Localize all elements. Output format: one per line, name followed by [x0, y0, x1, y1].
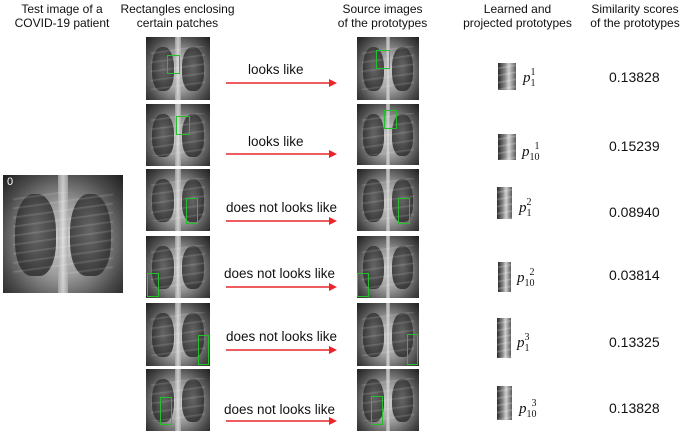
patch-image-5: [146, 303, 210, 366]
relation-label-3: does not looks like: [226, 200, 338, 215]
source-box-2: [384, 110, 397, 129]
patch-box-6: [160, 397, 172, 425]
prototype-patch-3: [497, 187, 512, 219]
relation-label-6: does not looks like: [224, 402, 336, 417]
header-rectangles: Rectangles enclosing certain patches: [120, 2, 235, 30]
patch-box-3: [186, 198, 198, 224]
relation-label-5: does not looks like: [226, 329, 338, 344]
patch-image-1: [146, 37, 210, 100]
similarity-score-1: 0.13828: [609, 69, 660, 85]
source-image-5: [357, 303, 419, 366]
prototype-patch-5: [497, 318, 511, 358]
similarity-score-5: 0.13325: [609, 334, 660, 350]
patch-image-2: [146, 104, 210, 166]
patch-box-4: [147, 273, 159, 297]
prototype-patch-4: [498, 262, 511, 292]
prototype-patch-1: [498, 63, 516, 90]
test-image-marker: 0: [7, 176, 14, 188]
relation-label-4: does not looks like: [224, 266, 336, 281]
source-image-4: [357, 236, 419, 298]
source-box-1: [376, 50, 390, 69]
source-image-3: [357, 169, 419, 231]
prototype-patch-2: [498, 134, 516, 160]
source-box-3: [398, 198, 410, 224]
prototype-label-2: p101: [522, 141, 540, 163]
source-image-6: [357, 369, 419, 431]
patch-image-6: [146, 369, 210, 431]
source-box-6: [371, 396, 383, 425]
arrow-2: [226, 150, 337, 158]
arrow-1: [226, 79, 337, 87]
prototype-patch-6: [497, 386, 512, 420]
similarity-score-6: 0.13828: [609, 400, 660, 416]
header-prototypes: Learned and projected prototypes: [463, 2, 572, 30]
source-image-1: [357, 37, 419, 100]
header-test-image: Test image of a COVID-19 patient: [14, 2, 110, 30]
prototype-label-3: p12: [519, 197, 532, 219]
arrow-3: [226, 217, 337, 225]
prototype-label-6: p103: [519, 398, 537, 420]
test-xray-image: 0: [3, 175, 123, 293]
header-source-images: Source images of the prototypes: [337, 2, 428, 30]
similarity-score-2: 0.15239: [609, 138, 660, 154]
prototype-label-5: p13: [517, 332, 530, 354]
prototype-label-1: p11: [523, 67, 536, 89]
source-box-5: [407, 334, 418, 365]
patch-box-1: [167, 55, 180, 74]
patch-box-2: [176, 116, 190, 135]
relation-label-1: looks like: [248, 62, 304, 77]
prototype-label-4: p102: [517, 267, 535, 289]
patch-image-4: [146, 236, 210, 298]
similarity-score-4: 0.03814: [609, 267, 660, 283]
source-box-4: [357, 273, 369, 297]
header-similarity: Similarity scores of the prototypes: [590, 2, 680, 30]
source-image-2: [357, 104, 419, 165]
arrow-4: [226, 283, 337, 291]
similarity-score-3: 0.08940: [609, 204, 660, 220]
patch-box-5: [198, 335, 209, 365]
arrow-6: [226, 417, 337, 425]
arrow-5: [226, 346, 337, 354]
patch-image-3: [146, 169, 210, 231]
relation-label-2: looks like: [248, 134, 304, 149]
